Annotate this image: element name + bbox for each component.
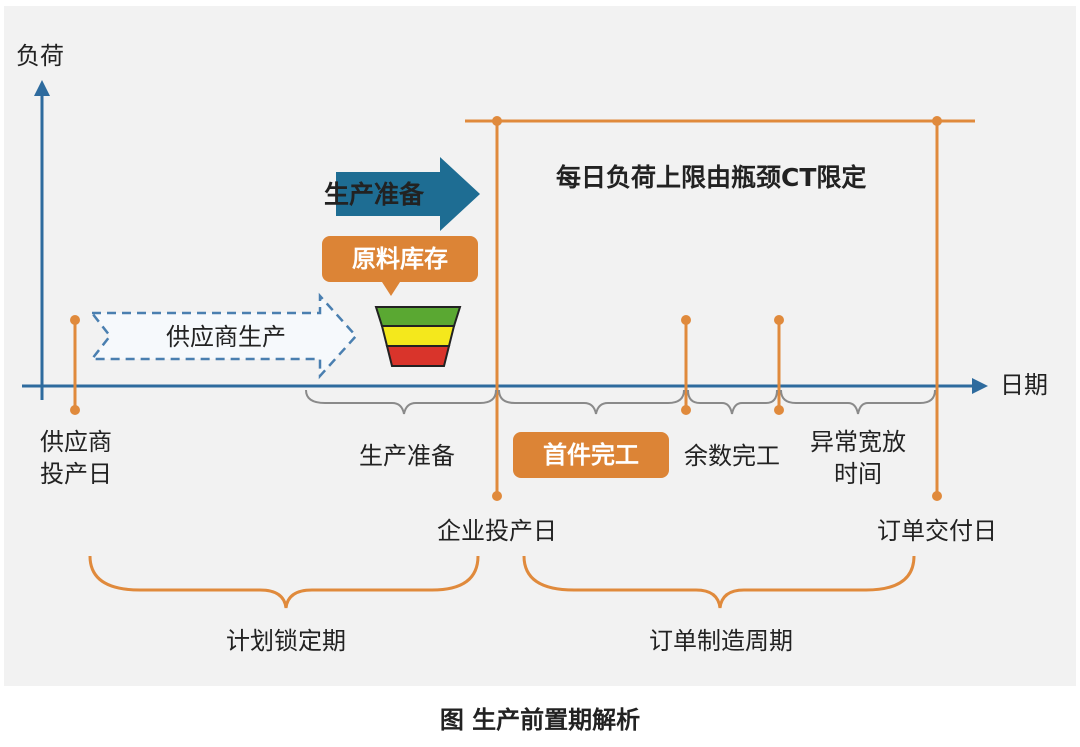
first-piece-done-tag: 首件完工 [513,432,669,478]
order-manufacture-period-label: 订单制造周期 [649,627,793,655]
y-axis-arrowhead [34,80,50,96]
brace-buffer [780,389,936,415]
abnormal-buffer-label-line1: 异常宽放 [810,428,906,456]
marker-dot [492,116,502,126]
marker-dot [932,491,942,501]
brace-prep [305,389,497,415]
marker-dot [70,315,80,325]
marker-dot [774,315,784,325]
marker-dot [492,491,502,501]
production-prep-arrow-label: 生产准备 [324,180,425,209]
marker-dot [932,116,942,126]
order-delivery-label: 订单交付日 [877,517,997,545]
callout-pointer [382,282,400,296]
supplier-start-label-line1: 供应商 [40,428,112,456]
funnel-red-layer [385,345,451,367]
funnel-green-layer [374,306,462,327]
capacity-note: 每日负荷上限由瓶颈CT限定 [556,163,867,192]
brace-remaining [687,389,778,415]
x-axis-label: 日期 [1000,371,1048,399]
remaining-done-label: 余数完工 [684,442,780,470]
prep-segment-label: 生产准备 [359,442,455,470]
x-axis-arrowhead [972,378,988,394]
brace-plan-lock [88,555,480,609]
plan-lock-period-label: 计划锁定期 [226,627,346,655]
raw-material-inventory-tag: 原料库存 [322,236,478,282]
marker-dot [681,315,691,325]
funnel-yellow-layer [380,325,456,347]
brace-order-manufacture [522,555,916,609]
company-start-label: 企业投产日 [437,517,557,545]
y-axis-label: 负荷 [16,42,64,70]
marker-dot [70,405,80,415]
production-prep-arrow [336,157,480,231]
supplier-start-label-line2: 投产日 [40,460,112,488]
figure-caption: 图 生产前置期解析 [439,706,641,734]
abnormal-buffer-label-line2: 时间 [834,460,882,488]
supplier-production-label: 供应商生产 [166,323,286,351]
supplier-production-arrow [89,292,358,380]
marker-dot [681,405,691,415]
brace-first-piece [498,389,685,415]
marker-dot [774,405,784,415]
